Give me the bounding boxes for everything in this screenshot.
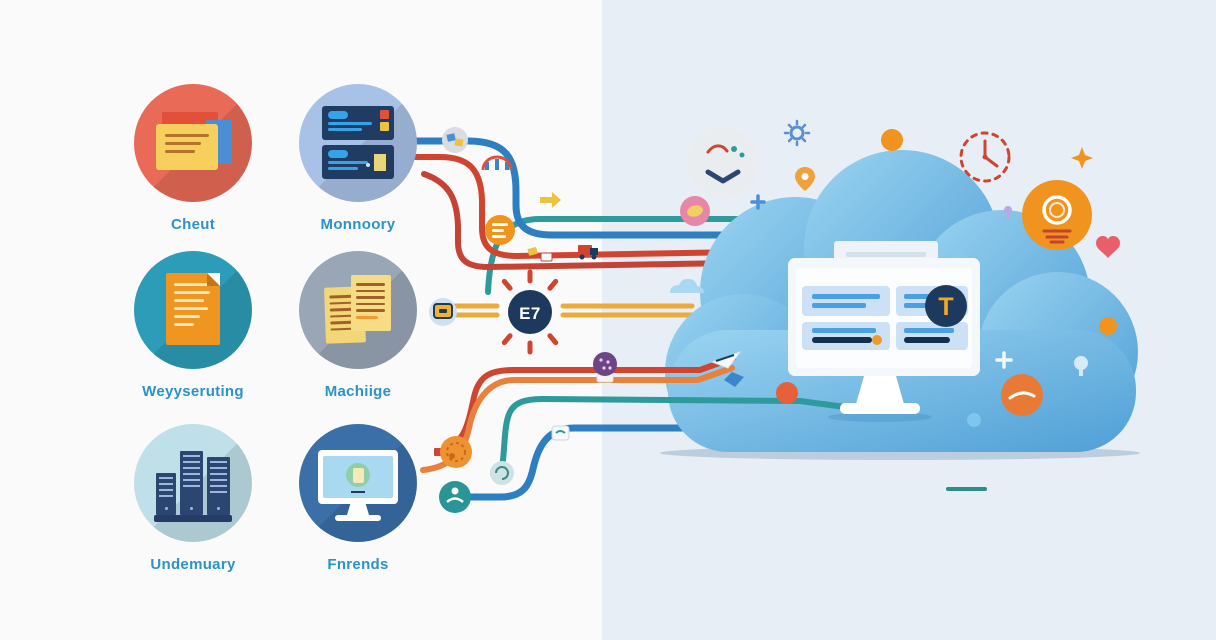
- source-label: Monnoory: [320, 216, 396, 233]
- desktop-computer-icon: [299, 424, 417, 542]
- tiny-card-icon: [540, 252, 553, 262]
- swoosh-circle-icon: [1001, 374, 1043, 416]
- import-circle-icon: [687, 127, 759, 199]
- tree-icon: [1074, 356, 1088, 376]
- heart-icon: [1096, 236, 1120, 258]
- monitor-badge-letter: T: [938, 293, 953, 321]
- pink-badge: [680, 196, 710, 226]
- source-card-machiige: Machiige: [278, 251, 438, 400]
- parachute-icon: [481, 155, 513, 171]
- plus-icon-blue: [750, 194, 766, 210]
- source-card-fnrends: Fnrends: [278, 424, 438, 573]
- source-card-monnoory: Monnoory: [278, 84, 438, 233]
- cloud-monitor: T: [788, 241, 980, 422]
- mini-cloud-icon: [670, 279, 704, 293]
- source-card-weyyseruting: Weyyseruting: [113, 251, 273, 400]
- sparkle-icon: [1071, 147, 1093, 169]
- line-badges: [429, 127, 617, 513]
- hub-badge: E7: [501, 269, 559, 355]
- tiny-note-icon: [527, 247, 538, 256]
- lightbulb-circle-icon: [1022, 180, 1092, 250]
- spiral-badge: [490, 461, 514, 485]
- orange-dot-small: [1099, 317, 1117, 335]
- person-badge: [439, 481, 471, 513]
- chat-tv-badge: [429, 298, 457, 326]
- source-label: Undemuary: [150, 556, 236, 573]
- documents-stack-glyph: [156, 112, 232, 174]
- location-pin-icon: [795, 167, 815, 191]
- timer-icon: [959, 131, 1011, 183]
- decorations: [670, 119, 1120, 427]
- wave-tag-badge: [551, 425, 570, 441]
- swirl-blob-badge: [434, 436, 472, 468]
- source-label: Fnrends: [327, 556, 389, 573]
- lavender-sprout-icon: [1004, 206, 1012, 219]
- monitor-badge: [925, 285, 967, 327]
- sticky-notes-glyph: [324, 275, 391, 345]
- paper-plane-icon: [710, 350, 744, 387]
- arrow-right-icon: [540, 192, 561, 208]
- server-stack-glyph: [154, 444, 232, 522]
- contact-cards-glyph: [322, 106, 394, 180]
- truck-icon: [578, 245, 598, 260]
- orange-document-glyph: [166, 273, 220, 345]
- orange-document-icon: [134, 251, 252, 369]
- plus-icon-white: [995, 351, 1013, 369]
- contact-cards-icon: [299, 84, 417, 202]
- hub-lines: [452, 303, 695, 318]
- progress-dot: [872, 335, 882, 345]
- blue-dot: [967, 413, 981, 427]
- source-label: Cheut: [171, 216, 215, 233]
- source-label: Machiige: [324, 383, 392, 400]
- source-card-cheut: Cheut: [113, 84, 273, 233]
- desktop-computer-glyph: [318, 450, 398, 521]
- source-label: Weyyseruting: [142, 383, 244, 400]
- source-card-undemuary: Undemuary: [113, 424, 273, 573]
- red-dot-on-cloud: [776, 382, 798, 404]
- sticky-notes-icon: [299, 251, 417, 369]
- gear-icon: [783, 119, 811, 147]
- documents-stack-icon: [134, 84, 252, 202]
- server-stack-icon: [134, 424, 252, 542]
- hub-badge-label: E7: [519, 304, 541, 323]
- berry-badge: [593, 352, 617, 383]
- orange-dot: [881, 129, 903, 151]
